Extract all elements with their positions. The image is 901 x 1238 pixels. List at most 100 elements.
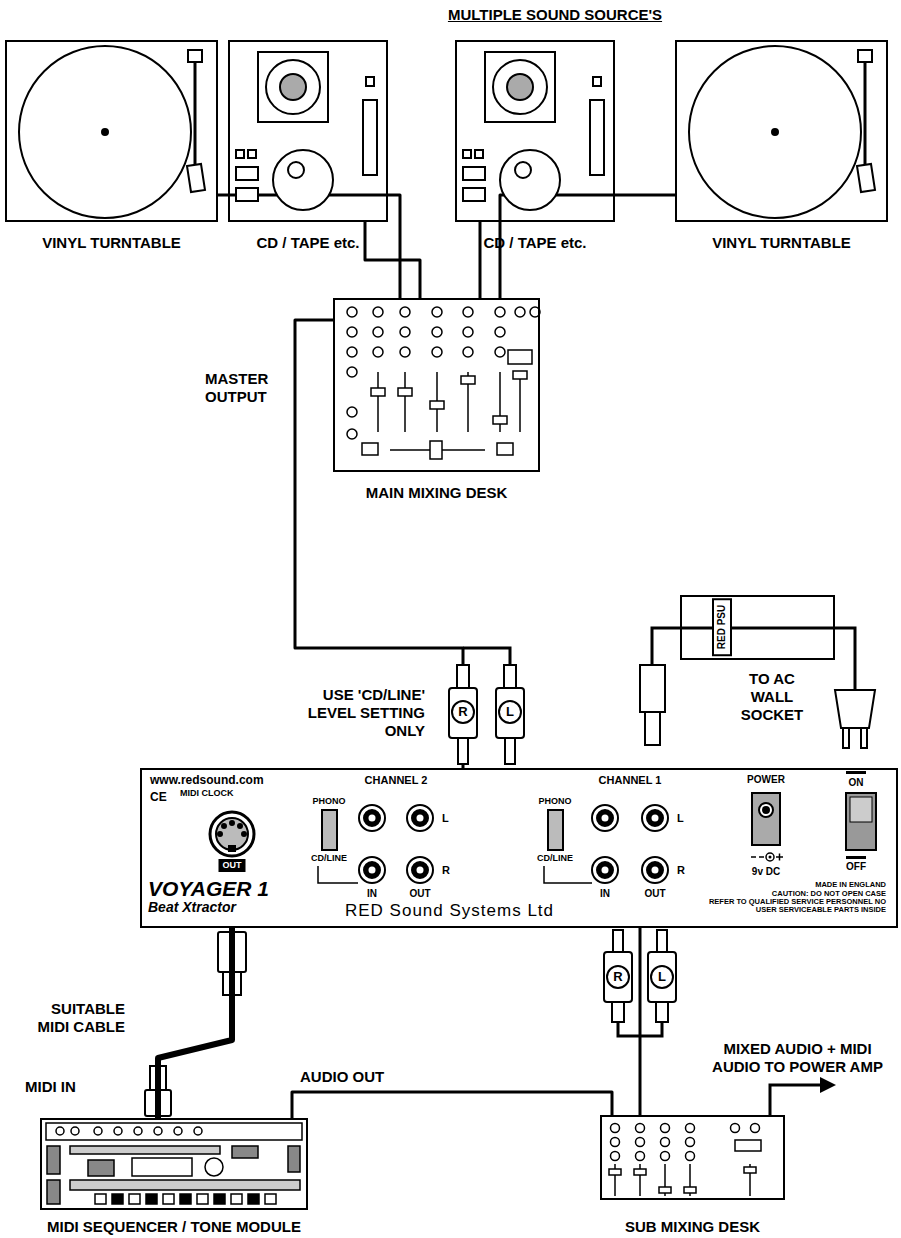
sequencer-drawing [288, 1146, 300, 1172]
sequencer-drawing [70, 1180, 300, 1190]
turntable-drawing [19, 46, 205, 218]
cd-player-drawing [236, 150, 244, 158]
mixer-drawing [347, 429, 357, 439]
turntable-drawing [689, 46, 861, 218]
mixer-drawing [495, 347, 505, 357]
audio-cable [770, 1085, 822, 1115]
mixer-drawing [400, 307, 410, 317]
cd-player-box: CD / TAPE etc. [228, 40, 388, 222]
mixer-drawing [463, 307, 473, 317]
turntable-drawing [857, 164, 875, 192]
panel-socket [322, 810, 337, 850]
sub-mixer-drawing [686, 1152, 695, 1161]
cd-player-drawing [485, 52, 555, 122]
cd-player-drawing [248, 150, 256, 158]
rca-plug [499, 701, 521, 723]
power-plug [835, 690, 875, 728]
rca-plug [496, 688, 524, 738]
panel-socket [751, 854, 783, 861]
panel-text: MIDI CLOCK [180, 788, 234, 799]
mixer-drawing [362, 443, 378, 455]
rca-jack [602, 815, 609, 822]
rca-jack [592, 857, 618, 883]
turntable-drawing [19, 46, 875, 218]
sequencer-drawing [154, 1127, 162, 1135]
sequencer-drawing [94, 1127, 102, 1135]
panel-text: CHANNEL 1 [599, 774, 662, 787]
channel-letter: L [506, 705, 514, 719]
panel-text: CD/LINE [311, 853, 347, 864]
sub-mixer-drawing [661, 1124, 670, 1133]
sequencer-drawing [71, 1127, 79, 1135]
cd-player-drawing [280, 74, 306, 100]
turntable-box: VINYL TURNTABLE [675, 40, 888, 222]
channel-letter: R [458, 705, 467, 719]
mixer-drawing [347, 327, 357, 337]
panel-text: R [442, 864, 450, 877]
panel-text: L [677, 812, 684, 825]
rca-plug [612, 1002, 624, 1022]
panel-text: IN [367, 888, 377, 900]
sequencer-drawing [194, 1127, 202, 1135]
panel-socket [210, 812, 254, 856]
channel-letter: L [658, 970, 666, 984]
sequencer-drawing [46, 1123, 302, 1140]
rca-jack [652, 867, 659, 874]
mixer-drawing [432, 327, 442, 337]
mixer-drawing [400, 327, 410, 337]
mixer-drawing [513, 371, 527, 379]
panel-text: POWER [747, 774, 785, 786]
rca-jack [642, 805, 668, 831]
turntable-drawing [188, 50, 202, 62]
rca-plug [651, 966, 673, 988]
device-label: MIDI SEQUENCER / TONE MODULE [47, 1218, 301, 1236]
panel-text: PHONO [538, 796, 571, 807]
sub-mixer-drawing [661, 1138, 670, 1147]
mixer-drawing [463, 347, 473, 357]
mixer-drawing [432, 347, 442, 357]
power-plug [843, 728, 849, 748]
sub-mixer-drawing [609, 1124, 761, 1197]
rca-jack [597, 810, 613, 826]
cd-player-drawing [515, 162, 531, 178]
mixer-drawing [430, 441, 442, 459]
rca-plug [613, 930, 623, 952]
sequencer-drawing [163, 1194, 174, 1204]
rca-jack [652, 815, 659, 822]
audio-cable [479, 222, 482, 298]
mixer-drawing [463, 327, 473, 337]
sub-mixer-drawing [661, 1152, 670, 1161]
panel-text: www.redsound.com [150, 773, 264, 787]
device-label: VINYL TURNTABLE [712, 234, 851, 252]
panel-text: MADE IN ENGLAND [815, 880, 886, 889]
diagram-title: MULTIPLE SOUND SOURCE'S [430, 6, 680, 24]
device-label: SUB MIXING DESK [625, 1218, 760, 1236]
mixer-drawing [495, 327, 505, 337]
sub-mixer-drawing [684, 1187, 696, 1193]
rca-jack [412, 810, 428, 826]
sub-mixer-drawing [731, 1124, 740, 1133]
arrow-head [820, 1077, 836, 1093]
mixer-drawing [347, 307, 357, 317]
mixer-box: SUB MIXING DESK [600, 1115, 785, 1200]
panel-socket [769, 856, 772, 859]
device-label: CD / TAPE etc. [256, 234, 359, 252]
sequencer-box: MIDI SEQUENCER / TONE MODULE [40, 1118, 308, 1210]
panel-socket [759, 803, 773, 817]
sequencer-drawing [132, 1158, 192, 1176]
mixer-drawing [461, 376, 475, 384]
power-supply-box: RED PSU [680, 595, 835, 660]
turntable-drawing [187, 164, 205, 192]
mixer-drawing [398, 388, 412, 396]
panel-socket [766, 853, 774, 861]
note-label: MIXED AUDIO + MIDI AUDIO TO POWER AMP [700, 1040, 895, 1076]
cd-player-drawing [590, 100, 604, 175]
sub-mixer-drawing [634, 1169, 646, 1175]
panel-text: R [677, 864, 685, 877]
sub-mixer-drawing [751, 1124, 760, 1133]
panel-text: CHANNEL 2 [365, 774, 428, 787]
panel-socket [548, 810, 563, 850]
audio-cable [365, 222, 420, 298]
midi-plug [145, 932, 246, 1116]
audio-cable [639, 928, 642, 1115]
